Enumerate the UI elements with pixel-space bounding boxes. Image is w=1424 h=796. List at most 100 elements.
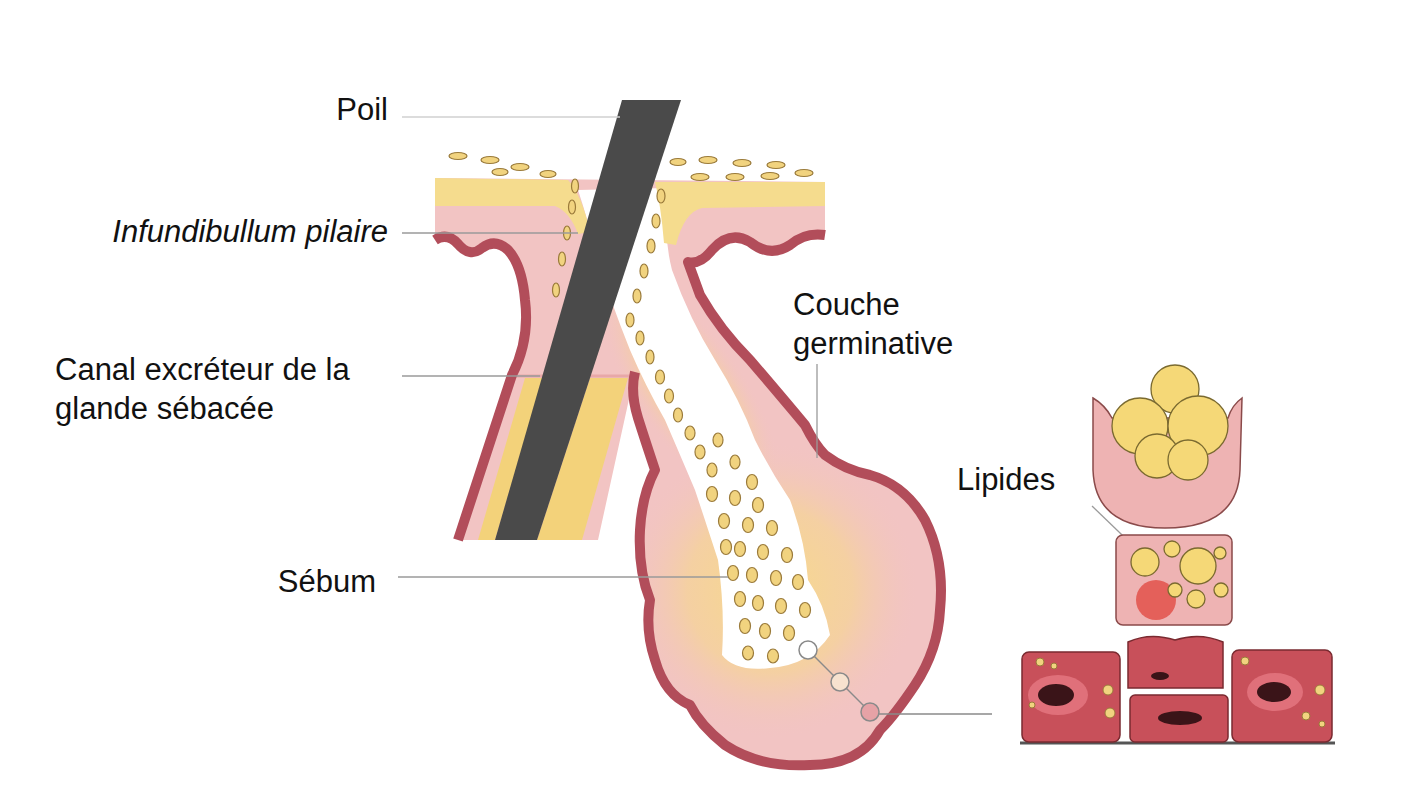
maturing-cell <box>1168 583 1182 597</box>
sebum-droplet <box>691 174 709 181</box>
sebum-droplet <box>707 487 718 502</box>
maturing-cell <box>1116 535 1232 625</box>
sebum-droplet <box>719 514 730 529</box>
part-label: Couche germinative <box>793 287 953 361</box>
germinative-cell <box>1257 682 1291 702</box>
sebum-droplet <box>492 169 508 176</box>
ruptured-cell <box>1168 440 1208 480</box>
maturing-cell <box>1131 548 1159 576</box>
germinative-cell <box>1022 652 1120 742</box>
maturing-cell <box>1180 548 1216 584</box>
label-anchor: Poil <box>248 91 388 130</box>
germinative-cell <box>1158 711 1202 725</box>
sebum-droplet <box>553 283 560 297</box>
sebum-droplet <box>730 455 740 469</box>
sebum-droplet <box>743 518 754 533</box>
germinative-cell <box>1315 685 1325 695</box>
ruptured-cell <box>1093 365 1242 528</box>
sebum-droplet <box>707 463 717 477</box>
leader-line <box>402 375 540 376</box>
germinative-cell <box>1128 636 1223 688</box>
sebum-droplet <box>572 179 579 193</box>
germinative-cell <box>1130 695 1228 742</box>
sebum-droplet <box>670 159 686 166</box>
sebum-droplet <box>728 566 739 581</box>
cell-marker <box>831 673 849 691</box>
cell-marker <box>861 703 879 721</box>
sebum-droplet <box>753 498 764 513</box>
germinative-cell <box>1232 650 1332 742</box>
label-anchor: Sébum <box>226 563 376 602</box>
sebum-droplet <box>695 445 705 459</box>
sebum-droplet <box>776 599 787 614</box>
germinative-cell <box>1247 673 1303 711</box>
maturing-cell <box>1214 583 1228 597</box>
sebum-droplet <box>569 200 576 214</box>
part-label: Infundibullum pilaire <box>112 214 388 249</box>
leader-line <box>808 650 870 712</box>
sebum-droplet <box>771 571 782 586</box>
sebum-droplet <box>735 542 746 557</box>
sebum-droplet <box>743 646 754 660</box>
sebum-droplet <box>733 160 751 167</box>
sebum-droplet <box>656 370 665 384</box>
leader-line <box>402 232 578 233</box>
sebum-droplet <box>753 596 764 611</box>
sebum-droplet <box>761 173 779 180</box>
part-label: Canal excréteur de la glande sébacée <box>55 352 350 426</box>
maturing-cell <box>1187 590 1205 608</box>
hair-shaft <box>495 100 681 540</box>
leader-line <box>816 364 817 458</box>
sebum-droplet <box>657 189 665 203</box>
sebum-droplet <box>726 174 744 181</box>
part-label: Lipides <box>957 462 1055 497</box>
sebum-droplet <box>768 649 779 663</box>
leader-line <box>402 116 620 117</box>
sebum-droplet <box>784 626 795 641</box>
sebum-droplet <box>647 239 655 253</box>
sebum-droplet <box>449 153 467 160</box>
tissue <box>435 178 941 765</box>
leader-line <box>879 713 992 715</box>
sebum-droplet <box>652 214 660 228</box>
germinative-cell <box>1241 657 1249 665</box>
sebum-droplet <box>626 313 634 327</box>
leader-line <box>398 576 728 577</box>
label-anchor: Infundibullum pilaire <box>48 213 388 252</box>
germinative-cell <box>1036 658 1044 666</box>
germinative-cell <box>1319 721 1325 727</box>
sebum-droplet <box>699 157 717 164</box>
maturing-cell <box>1164 541 1180 557</box>
sebum-droplet <box>767 521 778 536</box>
sebum-droplet <box>646 350 654 364</box>
sebum-droplet <box>782 548 793 563</box>
sebum-droplet <box>511 164 529 171</box>
germinative-cell <box>1051 663 1057 669</box>
germinative-cell <box>1105 708 1115 718</box>
germinative-cell <box>1103 685 1113 695</box>
sebum-droplet <box>685 426 695 440</box>
sebum-droplet <box>747 568 758 583</box>
germinative-cell <box>1038 684 1074 706</box>
sebum-droplet <box>633 289 641 303</box>
sebum-droplet <box>740 619 751 634</box>
cell-marker <box>799 641 817 659</box>
leader-line <box>398 117 1146 577</box>
germinative-cell <box>1028 675 1088 715</box>
part-label: Sébum <box>278 564 376 599</box>
sebum-droplet <box>636 331 644 345</box>
sebum-droplet <box>481 157 499 164</box>
sebum-droplet <box>767 162 785 169</box>
sebum-droplet <box>735 592 746 607</box>
sebum-droplet <box>760 624 771 639</box>
sebum-droplet <box>559 252 566 266</box>
germinative-cell <box>1151 672 1169 680</box>
sebum-droplet <box>540 171 556 178</box>
sebum-droplet <box>730 491 741 506</box>
sebum-droplet <box>665 389 674 403</box>
sebum-droplet <box>747 475 758 490</box>
germinative-cell <box>1029 702 1035 708</box>
germinative-cell <box>1022 636 1332 742</box>
label-anchor: Lipides <box>957 461 1107 500</box>
sebum-droplet <box>721 540 732 555</box>
